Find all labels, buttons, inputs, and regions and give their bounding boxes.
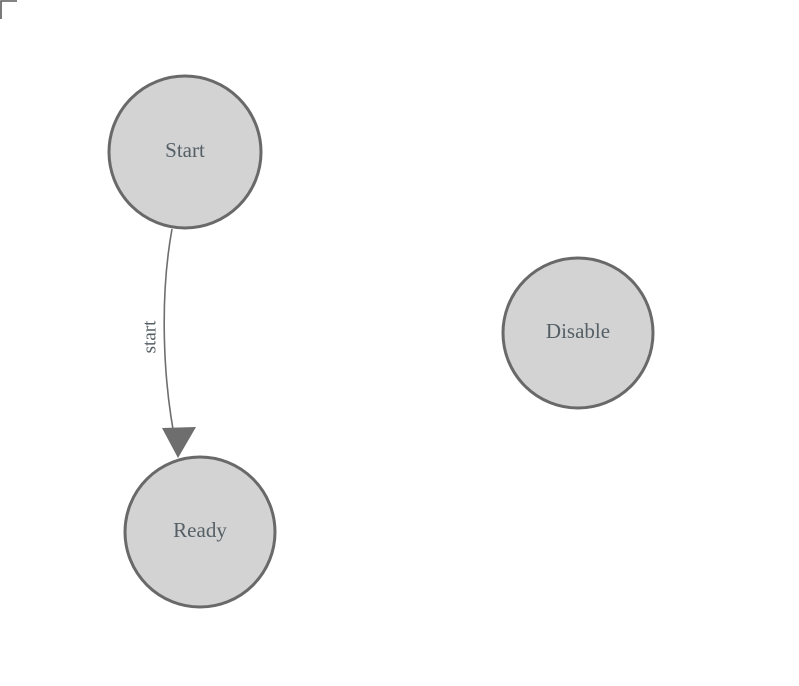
node-disable-circle[interactable] xyxy=(501,256,655,410)
node-disable[interactable]: Disable xyxy=(501,256,655,410)
corner-bracket-icon xyxy=(0,0,17,19)
arrowhead-icon xyxy=(162,427,196,458)
node-disable-label: Disable xyxy=(546,319,610,343)
edge-label-start: start xyxy=(139,320,160,353)
edge-start-to-ready[interactable]: start xyxy=(139,228,196,458)
node-ready-label: Ready xyxy=(173,518,227,542)
node-start-circle[interactable] xyxy=(107,74,263,230)
node-ready[interactable]: Ready xyxy=(123,455,277,609)
node-ready-circle[interactable] xyxy=(123,455,277,609)
node-start[interactable]: Start xyxy=(107,74,263,230)
node-start-label: Start xyxy=(165,138,205,162)
edge-path xyxy=(163,228,178,451)
